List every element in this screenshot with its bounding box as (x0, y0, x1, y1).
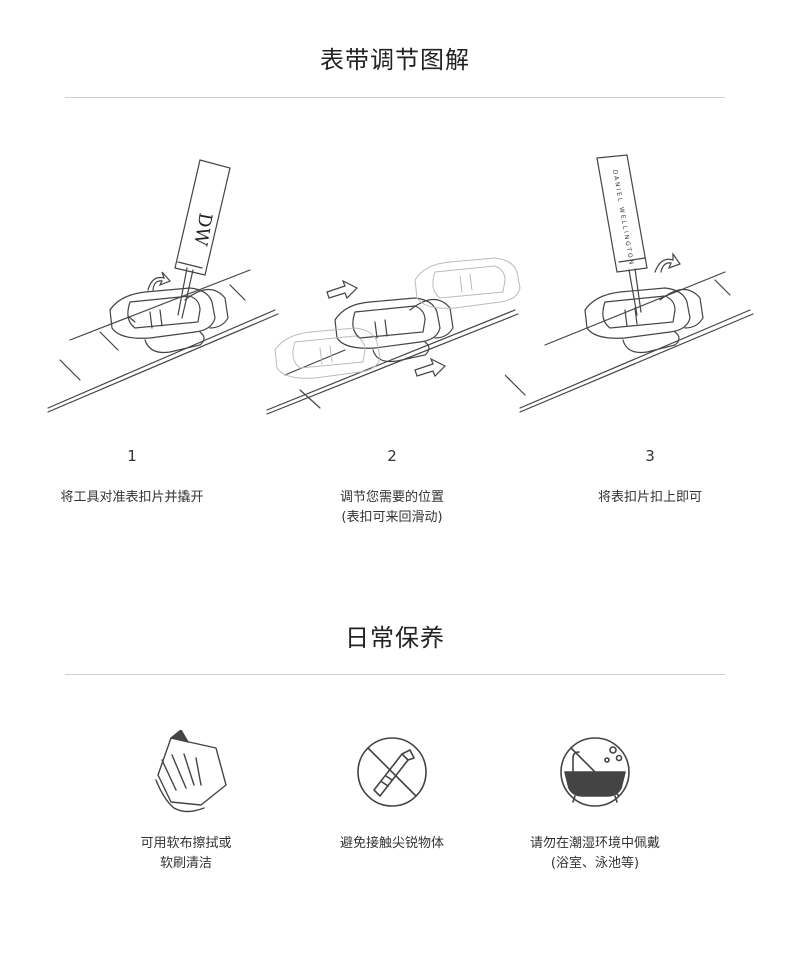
care-item-1-caption-line-1: 可用软布擦拭或 (140, 836, 232, 851)
tool-pry-buckle-icon: DW (47, 159, 279, 413)
step-2-illustration (265, 240, 525, 420)
tool-label: DANIEL WELLINGTON (611, 169, 635, 267)
step-1-caption-line: 将工具对准表扣片并撬开 (60, 490, 204, 505)
adjust-divider (65, 97, 725, 98)
care-title: 日常保养 (345, 624, 445, 652)
adjust-title: 表带调节图解 (320, 46, 470, 74)
care-item-3-icon-wrap (485, 730, 705, 819)
step-2-number: 2 (387, 447, 397, 465)
step-3-caption-line: 将表扣片扣上即可 (597, 490, 702, 505)
care-item-1-caption: 可用软布擦拭或 软刷清洁 (76, 834, 296, 874)
care-item-2-caption-line: 避免接触尖锐物体 (339, 836, 444, 851)
care-divider (65, 674, 725, 675)
tool-label: DW (189, 211, 215, 248)
step-1-caption: 将工具对准表扣片并撬开 (2, 488, 262, 508)
care-item-2-icon-wrap (282, 730, 502, 819)
step-2-caption-line-2: (表扣可来回滑动) (341, 510, 443, 525)
care-item-1-icon-wrap (76, 729, 296, 819)
care-item-2-caption: 避免接触尖锐物体 (282, 834, 502, 854)
care-item-3-caption: 请勿在潮湿环境中佩戴 (浴室、泳池等) (485, 834, 705, 874)
no-sharp-objects-icon (357, 737, 427, 807)
no-bath-icon (560, 737, 630, 807)
step-1-number: 1 (127, 447, 137, 465)
step-2-caption-line-1: 调节您需要的位置 (339, 490, 444, 505)
cloth-wipe-icon (155, 729, 227, 813)
step-2-caption: 调节您需要的位置 (表扣可来回滑动) (262, 488, 522, 528)
care-item-1-caption-line-2: 软刷清洁 (159, 856, 212, 871)
care-item-3-caption-line-2: (浴室、泳池等) (550, 856, 640, 871)
slide-buckle-icon (266, 257, 521, 415)
close-buckle-icon: DANIEL WELLINGTON (505, 154, 754, 413)
step-3-number: 3 (645, 447, 655, 465)
care-item-3-caption-line-1: 请勿在潮湿环境中佩戴 (529, 836, 660, 851)
step-3-illustration: DANIEL WELLINGTON (505, 150, 765, 420)
step-1-illustration: DW (40, 150, 300, 420)
step-3-caption: 将表扣片扣上即可 (520, 488, 780, 508)
